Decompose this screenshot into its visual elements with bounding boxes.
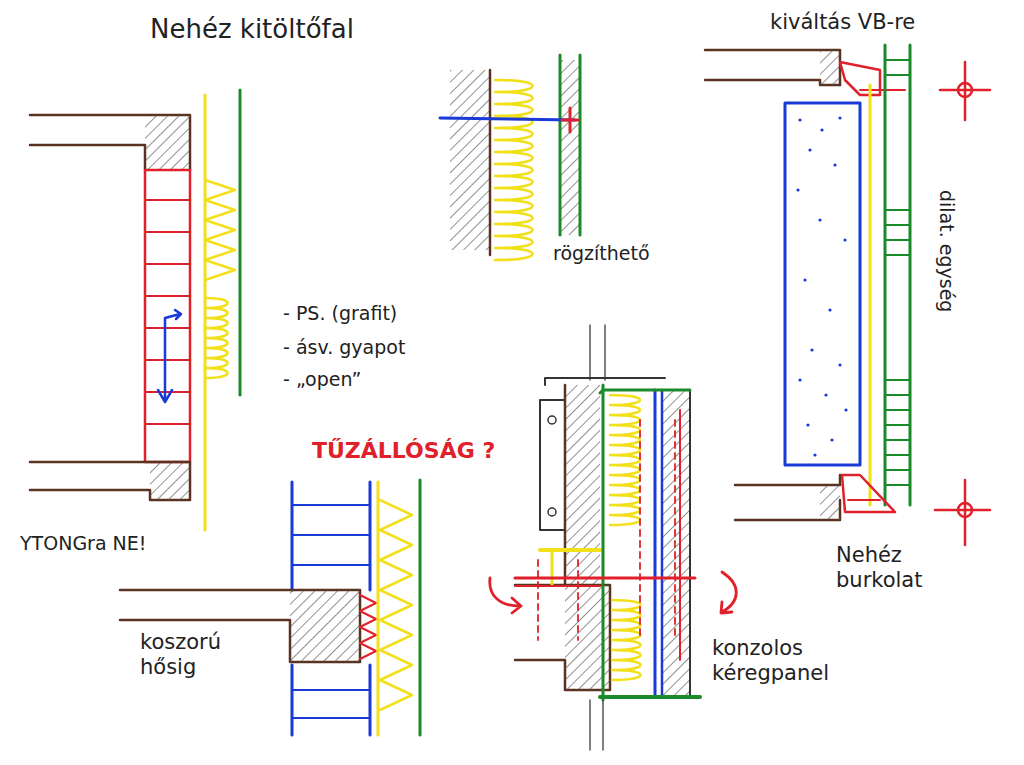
- annotation-label: konzolos kéregpanel: [712, 636, 837, 686]
- annotation-label: dilat. egység: [935, 190, 958, 312]
- annotation-label: kiváltás VB-re: [770, 10, 915, 35]
- annotation-label: - PS. (grafit): [283, 302, 397, 325]
- annotation-label: koszorú hősig: [140, 630, 245, 680]
- annotation-label: Nehéz burkolat: [836, 543, 946, 593]
- sketch-title: Nehéz kitöltőfal: [150, 14, 354, 45]
- annotation-label: - ásv. gyapot: [283, 336, 405, 359]
- annotation-label: - „open”: [283, 368, 361, 391]
- annotation-label: rögzíthető: [553, 242, 650, 265]
- annotation-label: TŰZÁLLÓSÁG ?: [312, 438, 495, 464]
- annotation-label: YTONGra NE!: [20, 532, 146, 555]
